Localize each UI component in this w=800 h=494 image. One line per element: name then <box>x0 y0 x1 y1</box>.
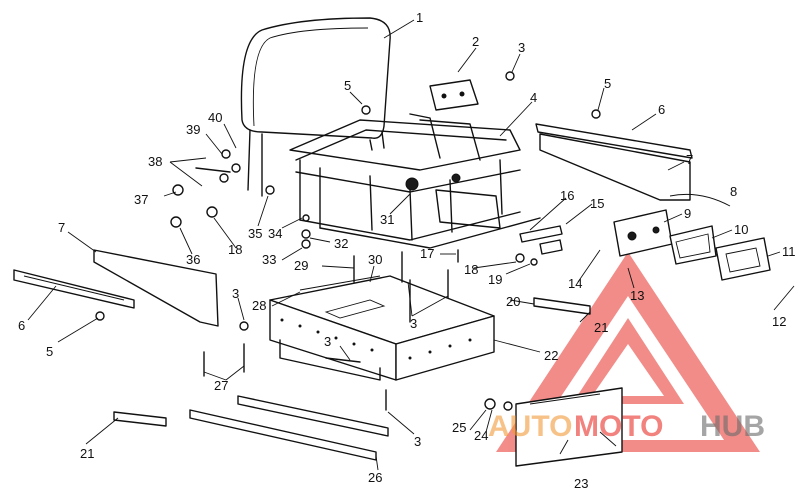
callout-13: 13 <box>630 288 644 303</box>
callout-5: 5 <box>604 76 611 91</box>
part-seat-back <box>240 17 391 197</box>
watermark-text: AUTO MOTO HUB <box>488 410 765 443</box>
callout-7: 7 <box>686 152 693 167</box>
callout-4: 4 <box>530 90 537 105</box>
callout-17: 17 <box>420 246 434 261</box>
box-rivets <box>280 318 472 360</box>
part-rack-frame <box>289 113 541 249</box>
callout-26: 26 <box>368 470 382 485</box>
callout-12: 12 <box>772 314 786 329</box>
callout-labels: 1 2 3 4 5 5 6 7 8 9 10 11 12 13 14 15 16… <box>18 10 796 491</box>
callout-38: 38 <box>148 154 162 169</box>
callout-3: 3 <box>410 316 417 331</box>
callout-33: 33 <box>262 252 276 267</box>
callout-39: 39 <box>186 122 200 137</box>
watermark-text-auto: AUTO <box>488 410 572 443</box>
callout-8: 8 <box>730 184 737 199</box>
callout-22: 22 <box>544 348 558 363</box>
callout-6: 6 <box>658 102 665 117</box>
callout-14: 14 <box>568 276 582 291</box>
callout-25: 25 <box>452 420 466 435</box>
hardware <box>95 71 601 411</box>
part-storage-box <box>269 275 495 381</box>
callout-21: 21 <box>80 446 94 461</box>
callout-24: 24 <box>474 428 488 443</box>
callout-3: 3 <box>518 40 525 55</box>
watermark-text-hub: HUB <box>700 410 765 443</box>
part-bottom-rails <box>189 395 389 461</box>
callout-28: 28 <box>252 298 266 313</box>
callout-3: 3 <box>414 434 421 449</box>
callout-37: 37 <box>134 192 148 207</box>
callout-16: 16 <box>560 188 574 203</box>
callout-31: 31 <box>380 212 394 227</box>
callout-21: 21 <box>594 320 608 335</box>
callout-34: 34 <box>268 226 282 241</box>
callout-2: 2 <box>472 34 479 49</box>
part-right-rail <box>535 123 693 201</box>
callout-1: 1 <box>416 10 423 25</box>
callout-5: 5 <box>46 344 53 359</box>
callout-27: 27 <box>214 378 228 393</box>
part-license-plate <box>515 387 623 467</box>
watermark-text-moto: MOTO <box>574 410 663 443</box>
callout-9: 9 <box>684 206 691 221</box>
part-spacers <box>113 297 591 427</box>
callout-11: 11 <box>782 244 796 259</box>
callout-7: 7 <box>58 220 65 235</box>
callout-3: 3 <box>232 286 239 301</box>
callout-10: 10 <box>734 222 748 237</box>
callout-18: 18 <box>464 262 478 277</box>
callout-35: 35 <box>248 226 262 241</box>
callout-32: 32 <box>334 236 348 251</box>
callout-3: 3 <box>324 334 331 349</box>
callout-36: 36 <box>186 252 200 267</box>
callout-40: 40 <box>208 110 222 125</box>
callout-18: 18 <box>228 242 242 257</box>
part-tail-light <box>613 209 771 281</box>
callout-6: 6 <box>18 318 25 333</box>
part-bracket <box>429 79 479 111</box>
callout-30: 30 <box>368 252 382 267</box>
callout-5: 5 <box>344 78 351 93</box>
watermark-triangle-inner <box>572 318 684 404</box>
callout-23: 23 <box>574 476 588 489</box>
callout-29: 29 <box>294 258 308 273</box>
callout-20: 20 <box>506 294 520 309</box>
leader-lines <box>27 19 795 471</box>
part-left-rail <box>13 249 219 327</box>
callout-15: 15 <box>590 196 604 211</box>
callout-19: 19 <box>488 272 502 287</box>
